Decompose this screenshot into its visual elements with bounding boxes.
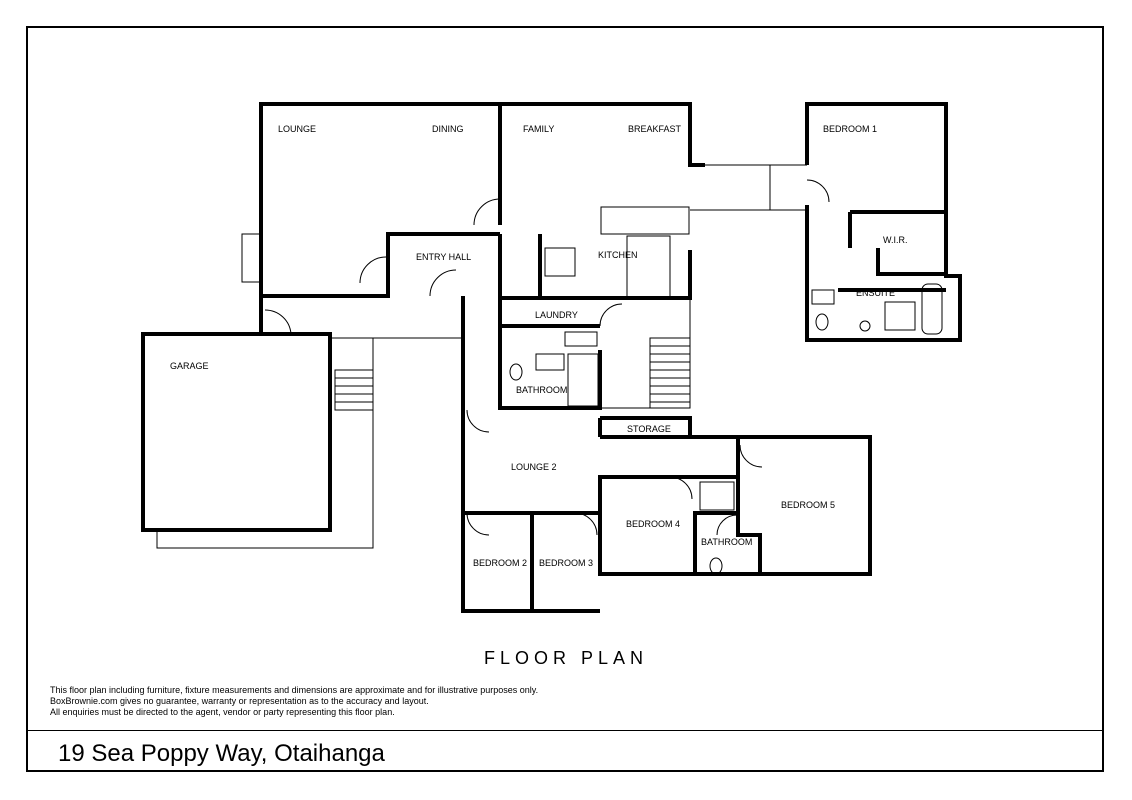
disclaimer-line: This floor plan including furniture, fix… bbox=[50, 685, 539, 695]
label-lounge: LOUNGE bbox=[278, 124, 316, 134]
label-storage: STORAGE bbox=[627, 424, 671, 434]
label-entry-hall: ENTRY HALL bbox=[416, 252, 471, 262]
label-bedroom-4: BEDROOM 4 bbox=[626, 519, 680, 529]
page-frame bbox=[26, 26, 1104, 772]
disclaimer: This floor plan including furniture, fix… bbox=[50, 685, 538, 718]
label-laundry: LAUNDRY bbox=[535, 310, 578, 320]
room-labels: LOUNGE DINING FAMILY BREAKFAST BEDROOM 1… bbox=[170, 124, 908, 568]
label-garage: GARAGE bbox=[170, 361, 209, 371]
label-ensuite: ENSUITE bbox=[856, 288, 895, 298]
disclaimer-line: All enquiries must be directed to the ag… bbox=[50, 707, 395, 717]
label-bedroom-1: BEDROOM 1 bbox=[823, 124, 877, 134]
label-bedroom-2: BEDROOM 2 bbox=[473, 558, 527, 568]
label-bathroom-lower: BATHROOM bbox=[701, 537, 752, 547]
label-family: FAMILY bbox=[523, 124, 554, 134]
label-kitchen: KITCHEN bbox=[598, 250, 638, 260]
label-bedroom-5: BEDROOM 5 bbox=[781, 500, 835, 510]
property-address: 19 Sea Poppy Way, Otaihanga bbox=[58, 740, 385, 767]
label-dining: DINING bbox=[432, 124, 464, 134]
label-bathroom-main: BATHROOM bbox=[516, 385, 567, 395]
interior-details bbox=[156, 164, 943, 575]
address-divider bbox=[28, 730, 1102, 731]
disclaimer-line: BoxBrownie.com gives no guarantee, warra… bbox=[50, 696, 429, 706]
label-wir: W.I.R. bbox=[883, 235, 908, 245]
floor-plan-title: FLOOR PLAN bbox=[483, 648, 649, 668]
label-lounge-2: LOUNGE 2 bbox=[511, 462, 557, 472]
label-bedroom-3: BEDROOM 3 bbox=[539, 558, 593, 568]
label-breakfast: BREAKFAST bbox=[628, 124, 682, 134]
exterior-walls bbox=[141, 102, 962, 613]
